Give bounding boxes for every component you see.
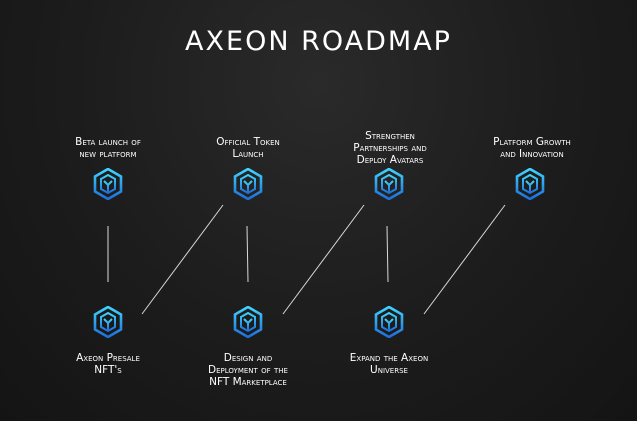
axeon-hexagon-icon [233, 306, 263, 338]
connector-marketplace-to-partnerships [282, 204, 365, 315]
milestone-label-nft-marketplace: Design and Deployment of the NFT Marketp… [208, 352, 288, 388]
axeon-hexagon-icon [374, 306, 404, 338]
axeon-hexagon-icon [374, 168, 404, 200]
connector-token-to-marketplace [246, 225, 249, 283]
axeon-hexagon-icon [93, 306, 123, 338]
axeon-hexagon-icon [93, 168, 123, 200]
page-title: AXEON ROADMAP [185, 26, 452, 57]
axeon-hexagon-icon [233, 168, 263, 200]
connector-universe-to-growth [423, 204, 506, 315]
connector-partnerships-to-universe [386, 225, 389, 283]
milestone-label-beta-launch: Beta launch of new platform [75, 136, 141, 160]
axeon-hexagon-icon [515, 168, 545, 200]
milestone-label-platform-growth: Platform Growth and Innovation [493, 136, 571, 160]
milestone-label-expand-universe: Expand the Axeon Universe [349, 352, 429, 376]
milestone-label-official-token: Official Token Launch [216, 136, 280, 160]
connector-presale-to-token [141, 204, 224, 315]
milestone-label-presale-nfts: Axeon Presale NFT's [76, 352, 140, 376]
milestone-label-strengthen-partnerships: Strengthen Partnerships and Deploy Avata… [353, 130, 427, 166]
